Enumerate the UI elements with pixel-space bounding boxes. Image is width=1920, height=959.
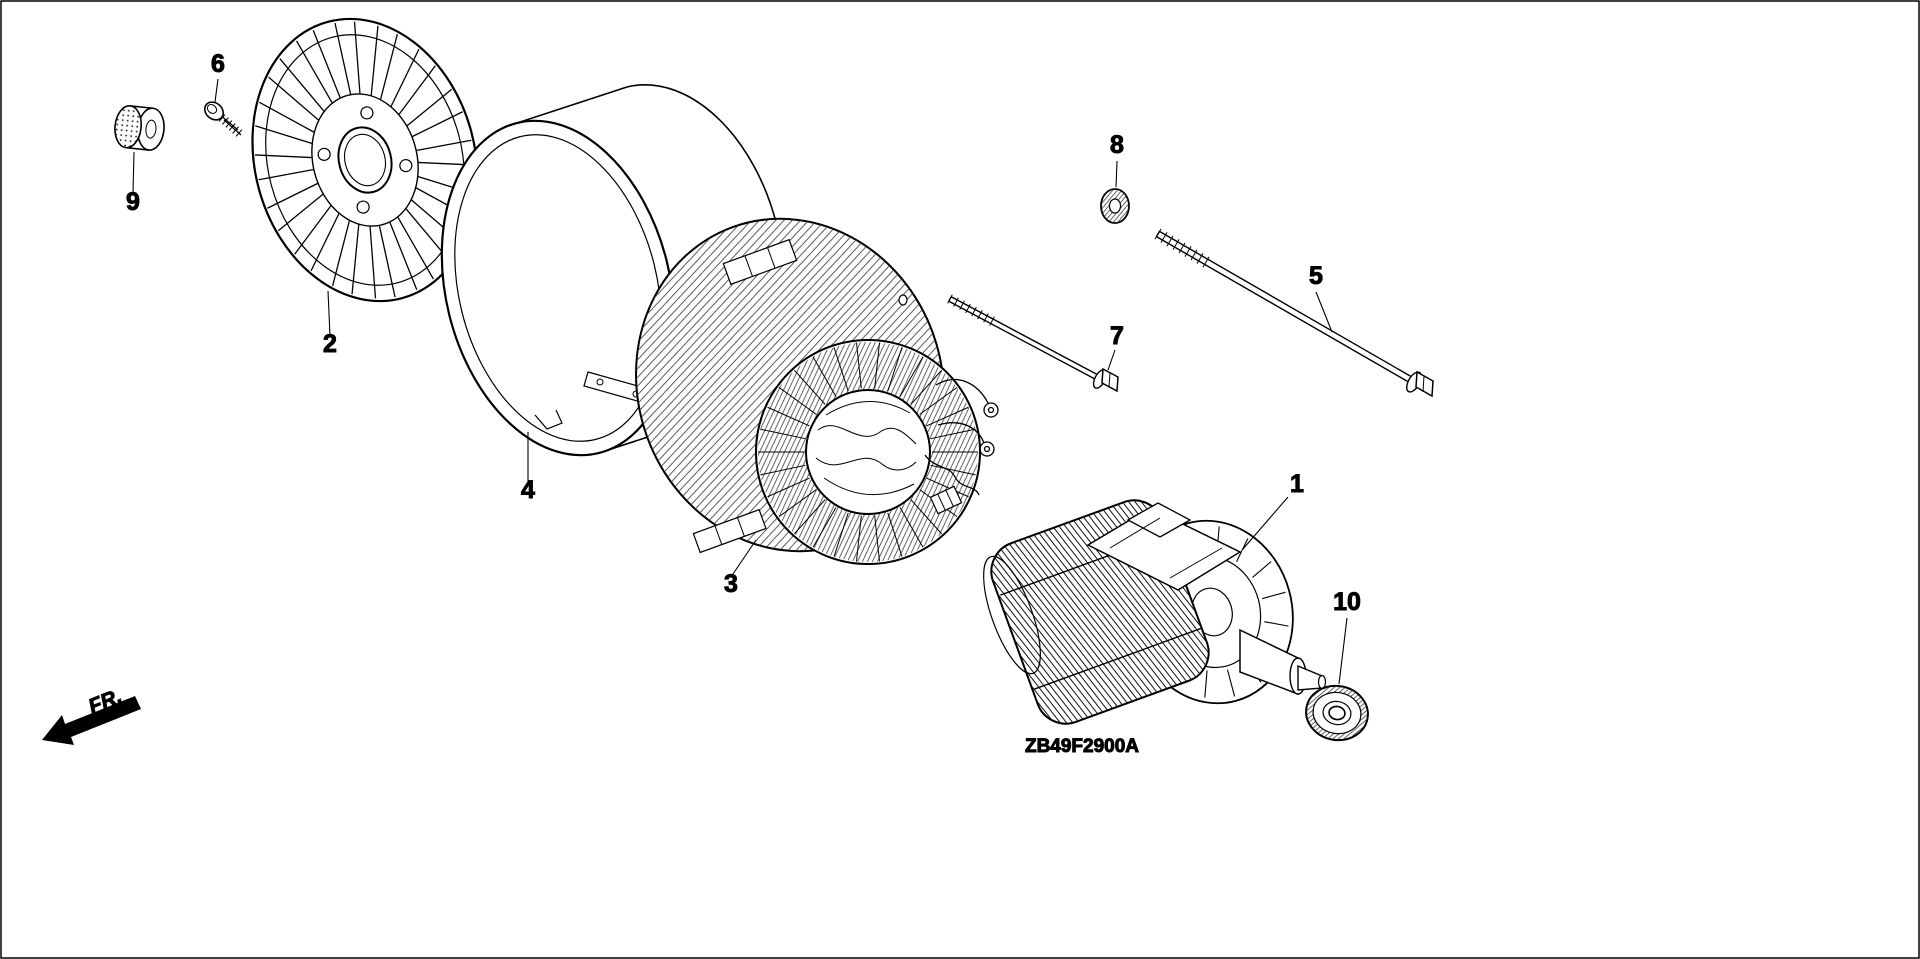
part-label-9: 9	[126, 188, 140, 216]
part-label-4: 4	[521, 476, 535, 504]
flange-screw	[203, 101, 243, 137]
bolt-short	[947, 294, 1119, 393]
flywheel-fan-blades	[255, 21, 475, 299]
bolt-threads	[1154, 228, 1210, 268]
part-labels: 1 2 3 4 5 6 7 8 9 10	[126, 50, 1362, 617]
stator-top-strip	[722, 238, 798, 286]
rotor-end-winding	[983, 555, 1041, 675]
part-label-8: 8	[1110, 131, 1124, 159]
stator-lead-wires	[924, 379, 999, 515]
part-label-5: 5	[1309, 262, 1323, 290]
bearing	[1305, 684, 1369, 742]
shroud-notch	[534, 409, 563, 430]
part-label-3: 3	[724, 570, 738, 598]
leader-lines	[132, 78, 1348, 685]
bolt-long	[1154, 228, 1434, 398]
front-arrow-icon	[42, 696, 141, 745]
bolt-hex-head	[1415, 370, 1434, 398]
flywheel	[251, 17, 479, 303]
part-label-10: 10	[1333, 588, 1361, 616]
part-label-6: 6	[211, 50, 225, 78]
stator	[635, 217, 999, 565]
stator-bottom-strip	[692, 508, 767, 554]
diagram-code: ZB49F2900A	[1025, 736, 1139, 757]
front-direction-marker: FR.	[42, 684, 141, 745]
part-label-7: 7	[1110, 322, 1124, 350]
rotor-terminal-block	[1086, 502, 1242, 591]
rotor-shaft	[1239, 628, 1327, 696]
stator-bolt-hole	[898, 294, 908, 306]
rotor-assembly	[983, 499, 1327, 725]
stator-winding-slots	[758, 342, 978, 562]
part-label-1: 1	[1290, 470, 1304, 498]
grommet	[114, 105, 165, 151]
part-label-2: 2	[323, 330, 337, 358]
washer	[1100, 188, 1130, 224]
bolt-threads	[947, 294, 995, 326]
